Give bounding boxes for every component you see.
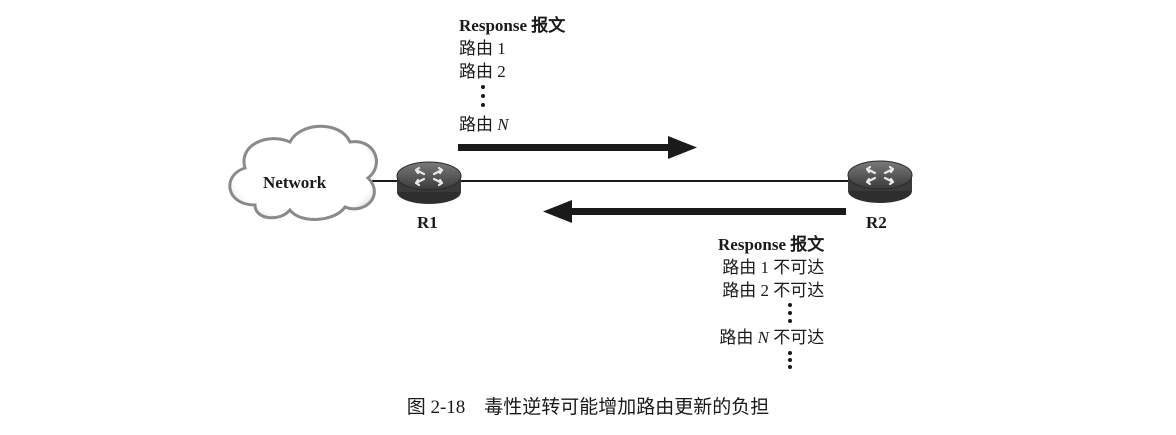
message-bottom-route-2: 路由 2 不可达 bbox=[722, 281, 825, 300]
router-r1-label: R1 bbox=[417, 213, 438, 232]
ellipsis-vertical-icon bbox=[718, 349, 824, 371]
arrow-left bbox=[543, 200, 846, 223]
ellipsis-vertical-icon bbox=[459, 83, 485, 113]
message-bottom-title: Response 报文 bbox=[718, 235, 825, 254]
message-top-route-2: 路由 2 bbox=[459, 62, 506, 81]
message-bottom-route-1: 路由 1 不可达 bbox=[722, 258, 825, 277]
router-r2-label: R2 bbox=[866, 213, 887, 232]
message-top-title: Response 报文 bbox=[459, 16, 566, 35]
message-bottom-route-n: 路由 N 不可达 bbox=[719, 328, 825, 347]
arrow-right bbox=[458, 136, 697, 159]
router-r2-icon bbox=[847, 160, 913, 203]
router-r1-icon bbox=[396, 161, 462, 204]
message-top-route-1: 路由 1 bbox=[459, 39, 506, 58]
cloud-label: Network bbox=[263, 173, 327, 192]
ellipsis-vertical-icon bbox=[718, 302, 824, 326]
figure-caption: 图 2-18 毒性逆转可能增加路由更新的负担 bbox=[406, 397, 770, 418]
network-cloud bbox=[228, 124, 378, 221]
message-top-route-n: 路由 N bbox=[459, 115, 509, 134]
message-bottom: Response 报文 路由 1 不可达 路由 2 不可达 路由 N 不可达 bbox=[718, 233, 824, 371]
message-top: Response 报文 路由 1 路由 2 路由 N bbox=[459, 14, 565, 136]
